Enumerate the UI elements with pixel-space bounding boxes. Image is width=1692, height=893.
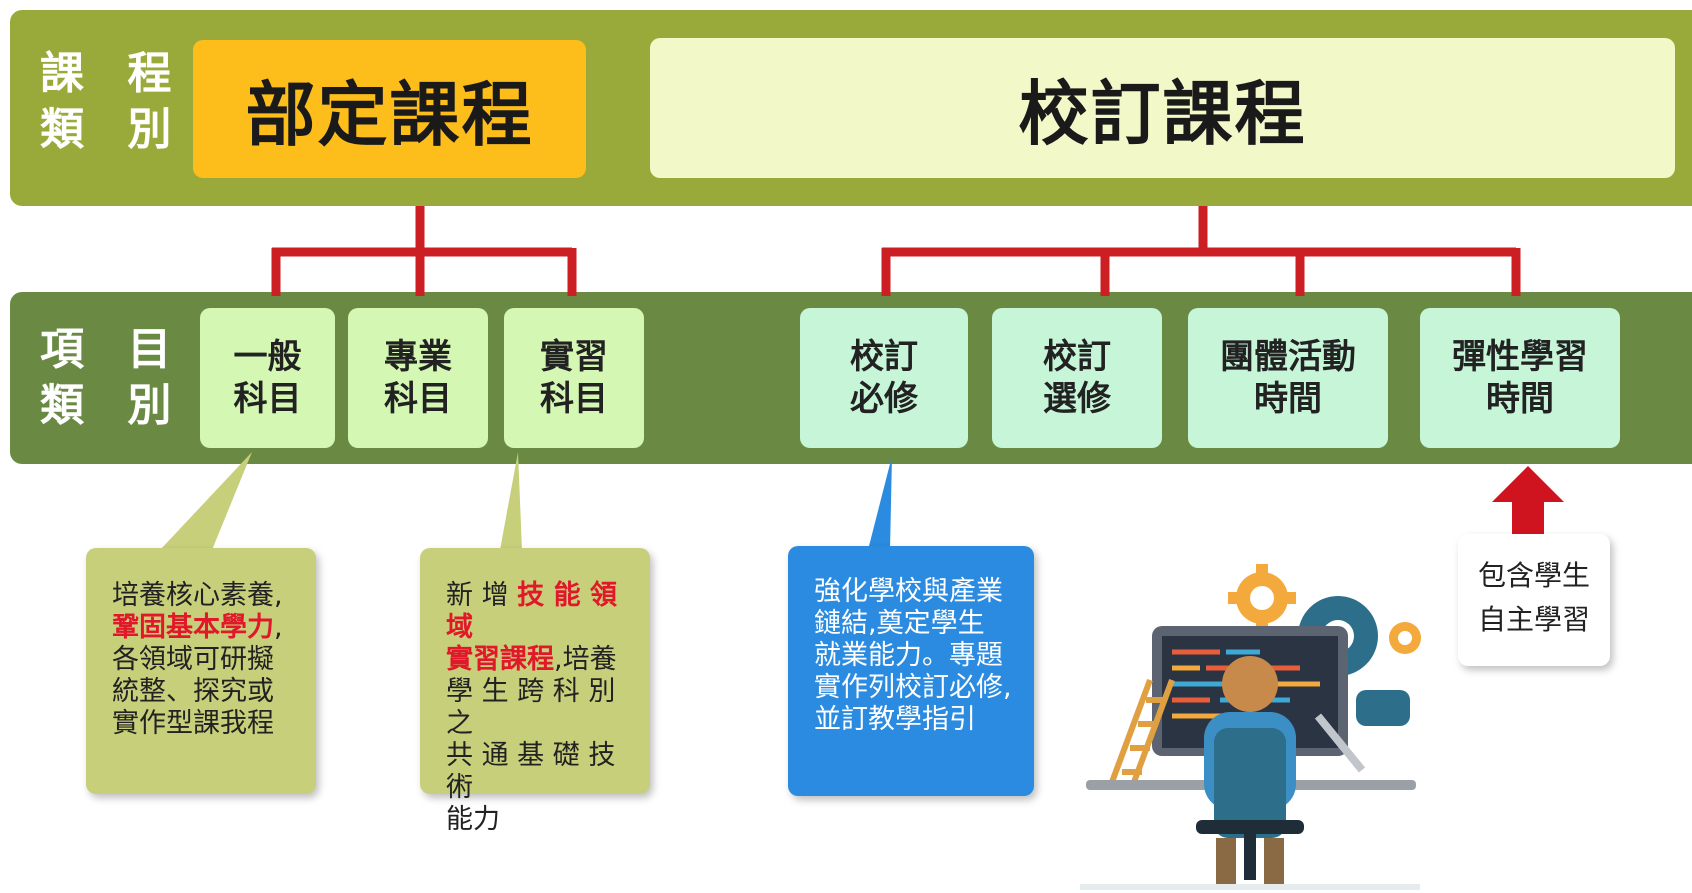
general-note-line2: 鞏固基本學力, — [112, 612, 316, 644]
item-category-label-line1: 項 目 — [40, 324, 186, 375]
item-group-activity: 團體活動 時間 — [1188, 308, 1388, 448]
flexible-note-line2: 自主學習 — [1477, 603, 1590, 636]
item-flexible-learning-line1: 彈性學習 — [1452, 337, 1588, 377]
practical-note-pointer — [500, 452, 522, 550]
course-category-label: 課 程 類 別 — [40, 46, 185, 158]
school-required-note-pointer — [868, 456, 892, 550]
item-practical-line1: 實習 — [540, 337, 608, 377]
practical-subjects-note: 新 增 技 能 領 域 實習課程,培養 學 生 跨 科 別 之 共 通 基 礎 … — [420, 548, 650, 835]
practical-note-line2-rest: ,培養 — [554, 644, 617, 675]
item-school-elective-line1: 校訂 — [1043, 337, 1111, 377]
item-general-subjects: 一般 科目 — [200, 308, 335, 448]
item-category-label-line2: 類 別 — [40, 380, 186, 431]
item-general-line1: 一般 — [233, 337, 302, 377]
item-professional-subjects: 專業 科目 — [348, 308, 488, 448]
school-required-note-line4: 實作列校訂必修, — [814, 672, 1012, 703]
general-note-line1: 培養核心素養, — [112, 580, 283, 611]
practical-note-line1-pre: 新 增 — [446, 580, 518, 611]
school-course-title: 校訂課程 — [1018, 72, 1307, 155]
item-practical-subjects: 實習 科目 — [504, 308, 644, 448]
item-school-elective: 校訂 選修 — [992, 308, 1162, 448]
general-note-line5: 實作型課我程 — [112, 708, 274, 739]
school-required-note-line5: 並訂教學指引 — [814, 704, 976, 735]
red-up-arrow-icon — [1492, 466, 1564, 548]
item-school-required-line2: 必修 — [850, 379, 918, 419]
dept-course-title: 部定課程 — [245, 73, 534, 156]
practical-note-highlight-1: 技 能 領 域 — [446, 580, 617, 643]
item-professional-line2: 科目 — [384, 379, 452, 419]
general-note-line2-rest: , — [274, 612, 283, 643]
school-required-note: 強化學校與產業 鏈結,奠定學生 就業能力。專題 實作列校訂必修, 並訂教學指引 — [788, 546, 1034, 796]
computer-programmer-illustration — [1080, 564, 1421, 890]
practical-note-highlight-2: 實習課程 — [446, 644, 554, 675]
item-school-required: 校訂 必修 — [800, 308, 968, 448]
practical-note-line2: 實習課程,培養 — [446, 644, 650, 676]
item-flexible-learning-line2: 時間 — [1486, 379, 1554, 419]
gear-icon — [1389, 622, 1421, 654]
item-general-line2: 科目 — [233, 379, 302, 419]
item-school-elective-line2: 選修 — [1043, 379, 1111, 419]
school-course-box: 校訂課程 — [650, 38, 1675, 178]
item-flexible-learning: 彈性學習 時間 — [1420, 308, 1620, 448]
course-category-label-line2: 類 別 — [40, 104, 186, 155]
school-required-note-line3: 就業能力。專題 — [814, 640, 1003, 671]
dept-connector-lines — [271, 206, 577, 296]
dept-course-box: 部定課程 — [193, 40, 586, 178]
practical-note-line3: 學 生 跨 科 別 之 — [446, 676, 616, 739]
item-school-required-line1: 校訂 — [850, 337, 918, 377]
item-category-label: 項 目 類 別 — [40, 322, 185, 434]
course-category-label-line1: 課 程 — [40, 48, 186, 99]
general-note-line3: 各領域可研擬 — [112, 644, 274, 675]
school-required-note-line2: 鏈結,奠定學生 — [814, 608, 985, 639]
school-required-note-line1: 強化學校與產業 — [814, 576, 1003, 607]
gear-icon — [1228, 564, 1296, 632]
flexible-learning-note: 包含學生 自主學習 — [1458, 534, 1610, 666]
item-group-activity-line2: 時間 — [1254, 379, 1322, 419]
item-practical-line2: 科目 — [540, 379, 608, 419]
general-note-highlight: 鞏固基本學力 — [112, 612, 274, 643]
flexible-note-line1: 包含學生 — [1477, 559, 1590, 592]
general-note-pointer — [160, 452, 252, 550]
item-professional-line1: 專業 — [384, 337, 452, 377]
practical-note-line5: 能力 — [446, 804, 500, 835]
item-group-activity-line1: 團體活動 — [1220, 337, 1356, 377]
practical-note-line1: 新 增 技 能 領 域 — [446, 580, 650, 644]
school-connector-lines — [881, 206, 1521, 296]
practical-note-line4: 共 通 基 礎 技 術 — [446, 740, 616, 803]
general-subjects-note: 培養核心素養, 鞏固基本學力, 各領域可研擬 統整、探究或 實作型課我程 — [86, 548, 316, 794]
general-note-line4: 統整、探究或 — [112, 676, 274, 707]
